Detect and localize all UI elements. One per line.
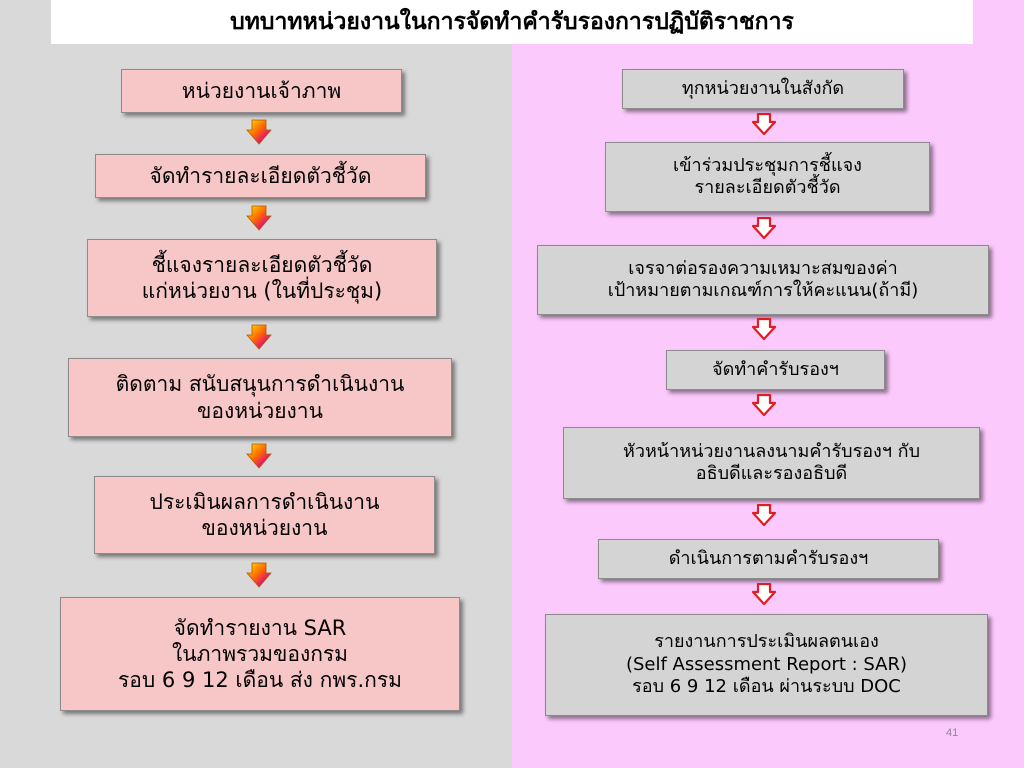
left-step-4-line-1: ติดตาม สนับสนุนการดำเนินงาน: [115, 372, 405, 397]
left-step-1: หน่วยงานเจ้าภาพ: [121, 69, 402, 113]
right-step-3-line-1: เจรจาต่อรองความเหมาะสมของค่า: [628, 257, 898, 279]
left-step-6-line-2: ในภาพรวมของกรม: [171, 641, 349, 666]
right-step-2-line-1: เข้าร่วมประชุมการชี้แจง: [673, 154, 862, 176]
right-step-4: จัดทำคำรับรองฯ: [666, 350, 885, 390]
right-step-6-line-1: ดำเนินการตามคำรับรองฯ: [668, 547, 869, 569]
right-step-1-line-1: ทุกหน่วยงานในสังกัด: [681, 77, 845, 99]
down-arrow-icon: [751, 318, 777, 340]
down-arrow-icon: [246, 119, 272, 145]
right-step-3: เจรจาต่อรองความเหมาะสมของค่า เป้าหมายตาม…: [537, 245, 989, 315]
right-step-2-line-2: รายละเอียดตัวชี้วัด: [694, 177, 841, 198]
right-step-6: ดำเนินการตามคำรับรองฯ: [598, 539, 939, 579]
left-step-6-line-1: จัดทำรายงาน SAR: [173, 615, 347, 640]
right-step-5-line-2: อธิบดีและรองอธิบดี: [695, 463, 848, 484]
page-number: 41: [946, 727, 959, 739]
left-step-2: จัดทำรายละเอียดตัวชี้วัด: [95, 154, 426, 198]
right-step-7-line-2: (Self Assessment Report : SAR): [625, 653, 908, 675]
left-step-5: ประเมินผลการดำเนินงาน ของหน่วยงาน: [94, 476, 435, 554]
left-step-3-line-1: ชี้แจงรายละเอียดตัวชี้วัด: [151, 252, 373, 277]
down-arrow-icon: [751, 113, 777, 135]
left-step-6: จัดทำรายงาน SAR ในภาพรวมของกรม รอบ 6 9 1…: [60, 597, 460, 711]
left-step-3: ชี้แจงรายละเอียดตัวชี้วัด แก่หน่วยงาน (ใ…: [87, 239, 437, 317]
down-arrow-icon: [246, 324, 272, 350]
left-step-1-line-1: หน่วยงานเจ้าภาพ: [181, 78, 342, 103]
left-step-5-line-1: ประเมินผลการดำเนินงาน: [149, 489, 380, 514]
down-arrow-icon: [751, 217, 777, 239]
right-step-7: รายงานการประเมินผลตนเอง (Self Assessment…: [545, 614, 988, 716]
left-step-6-line-3: รอบ 6 9 12 เดือน ส่ง กพร.กรม: [118, 668, 402, 693]
left-step-3-line-2: แก่หน่วยงาน (ในที่ประชุม): [141, 279, 383, 303]
left-step-2-line-1: จัดทำรายละเอียดตัวชี้วัด: [149, 163, 372, 188]
page-title: บทบาทหน่วยงานในการจัดทำคำรับรองการปฏิบัต…: [51, 0, 973, 44]
right-step-3-line-2: เป้าหมายตามเกณฑ์การให้คะแนน(ถ้ามี): [607, 280, 919, 301]
right-step-4-line-1: จัดทำคำรับรองฯ: [712, 358, 839, 380]
right-step-5: หัวหน้าหน่วยงานลงนามคำรับรองฯ กับ อธิบดี…: [563, 427, 980, 499]
left-step-4: ติดตาม สนับสนุนการดำเนินงาน ของหน่วยงาน: [68, 358, 452, 437]
down-arrow-icon: [246, 443, 272, 469]
down-arrow-icon: [246, 562, 272, 588]
left-step-5-line-2: ของหน่วยงาน: [201, 516, 328, 540]
right-step-5-line-1: หัวหน้าหน่วยงานลงนามคำรับรองฯ กับ: [622, 440, 921, 462]
right-step-2: เข้าร่วมประชุมการชี้แจง รายละเอียดตัวชี้…: [605, 142, 930, 212]
down-arrow-icon: [246, 205, 272, 231]
right-step-1: ทุกหน่วยงานในสังกัด: [622, 69, 904, 109]
right-step-7-line-3: รอบ 6 9 12 เดือน ผ่านระบบ DOC: [632, 676, 901, 698]
left-step-4-line-2: ของหน่วยงาน: [197, 398, 323, 423]
right-step-7-line-1: รายงานการประเมินผลตนเอง: [654, 631, 879, 653]
down-arrow-icon: [751, 394, 777, 416]
down-arrow-icon: [751, 583, 777, 605]
down-arrow-icon: [751, 504, 777, 526]
